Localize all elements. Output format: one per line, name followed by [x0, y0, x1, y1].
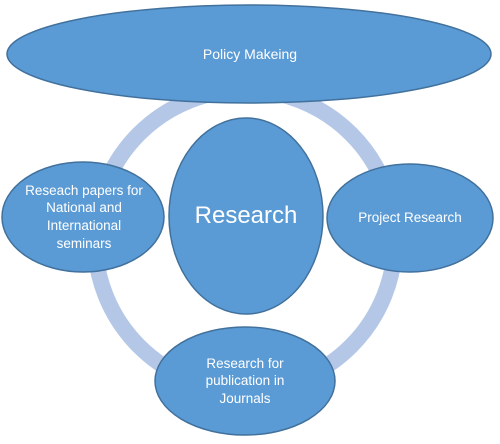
- left-node-shape: [1, 161, 165, 273]
- top-node-shape: [6, 4, 492, 104]
- bottom-node-shape: [154, 326, 336, 436]
- center-node-shape: [168, 117, 324, 315]
- right-node-shape: [326, 163, 494, 273]
